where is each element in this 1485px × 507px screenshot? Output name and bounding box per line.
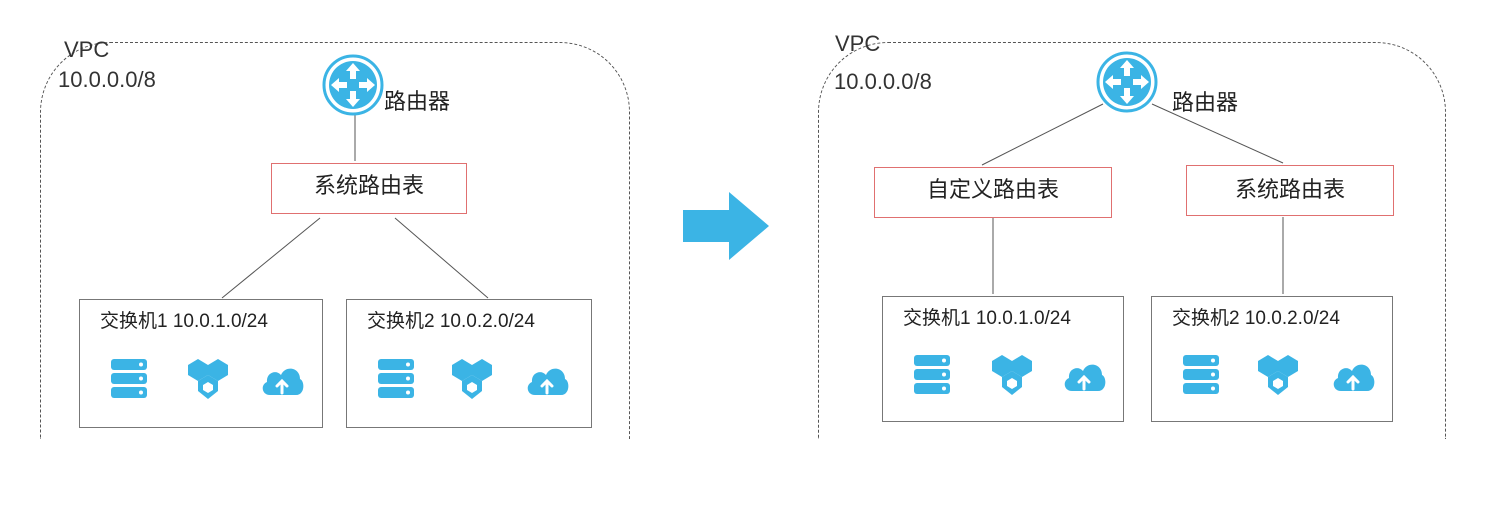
router-to-custom-table-line <box>981 103 1104 166</box>
arrow-right-icon <box>683 192 769 260</box>
switch-label: 交换机2 10.0.2.0/24 <box>1172 308 1340 329</box>
right-vpc-cidr: 10.0.0.0/8 <box>834 69 932 94</box>
left-vpc-title: VPC <box>64 37 110 62</box>
container-icon <box>448 355 496 403</box>
server-icon <box>105 355 153 403</box>
switch-label: 交换机2 10.0.2.0/24 <box>367 311 535 332</box>
server-icon <box>1177 351 1225 399</box>
right-system-route-table: 系统路由表 <box>1186 165 1394 216</box>
left-system-route-table: 系统路由表 <box>271 163 467 214</box>
server-icon <box>372 355 420 403</box>
left-switch-2: 交换机2 10.0.2.0/24 <box>346 299 592 428</box>
left-router-label: 路由器 <box>384 89 451 114</box>
left-vpc-cidr: 10.0.0.0/8 <box>58 67 156 92</box>
right-switch-2: 交换机2 10.0.2.0/24 <box>1151 296 1393 422</box>
container-icon <box>184 355 232 403</box>
server-icon <box>908 351 956 399</box>
router-to-system-table-line <box>1151 103 1284 164</box>
switch-label: 交换机1 10.0.1.0/24 <box>903 308 1071 329</box>
table-to-switch2-line <box>394 217 489 299</box>
router-icon <box>1095 50 1159 114</box>
right-switch-1: 交换机1 10.0.1.0/24 <box>882 296 1124 422</box>
router-icon <box>321 53 385 117</box>
route-table-label: 系统路由表 <box>313 172 424 198</box>
right-vpc-title: VPC <box>835 31 881 56</box>
right-custom-route-table: 自定义路由表 <box>874 167 1112 218</box>
container-icon <box>1254 351 1302 399</box>
table-to-switch1-line <box>221 217 321 299</box>
route-table-label: 系统路由表 <box>1234 177 1345 202</box>
left-switch-1: 交换机1 10.0.1.0/24 <box>79 299 323 428</box>
cloud-upload-icon <box>1329 351 1377 399</box>
container-icon <box>988 351 1036 399</box>
cloud-upload-icon <box>523 355 571 403</box>
switch-label: 交换机1 10.0.1.0/24 <box>100 311 268 332</box>
cloud-upload-icon <box>1060 351 1108 399</box>
right-vpc-frame <box>818 42 1446 439</box>
left-vpc-frame <box>40 42 630 439</box>
right-router-label: 路由器 <box>1172 90 1239 115</box>
route-table-label: 自定义路由表 <box>926 176 1059 202</box>
cloud-upload-icon <box>258 355 306 403</box>
